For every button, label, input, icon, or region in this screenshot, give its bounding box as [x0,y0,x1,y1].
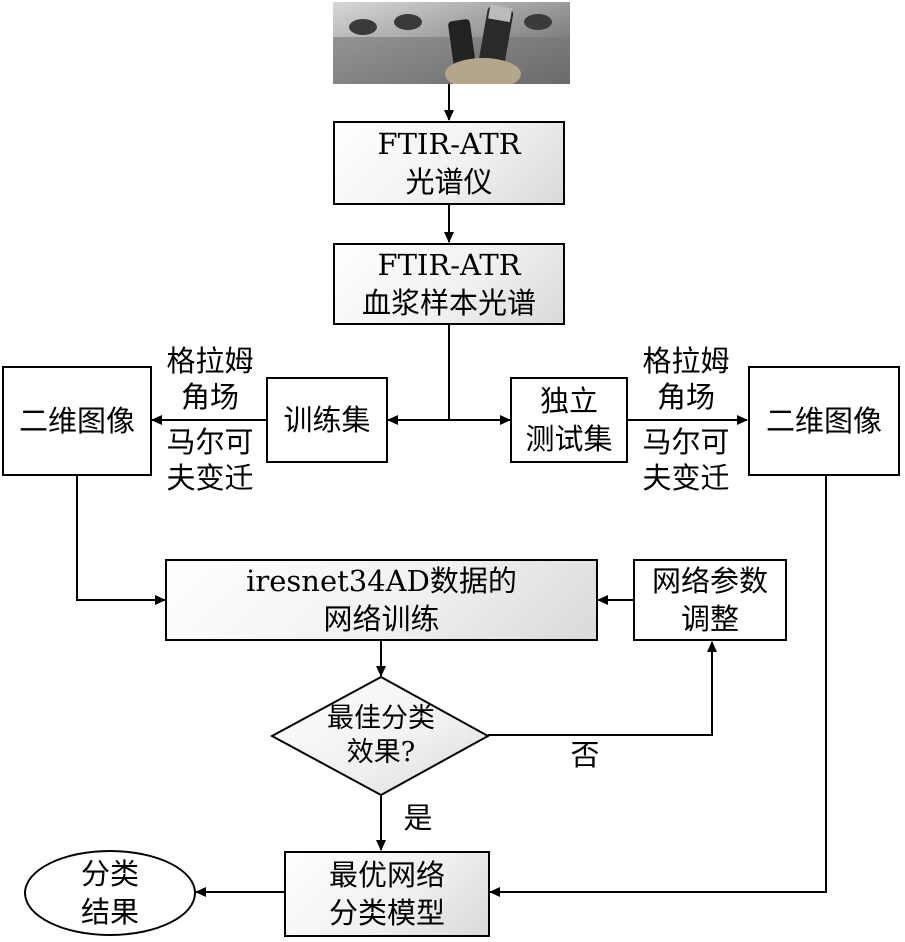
result-line-1: 分类 [80,857,139,891]
decision-diamond [269,675,491,797]
test-set-box: 独立 测试集 [510,377,628,463]
training-set-box: 训练集 [266,377,388,463]
no-label: 否 [570,738,600,772]
image-right-box: 二维图像 [748,366,900,476]
param-tuning-box: 网络参数 调整 [633,559,787,641]
network-training-box: iresnet34AD数据的 网络训练 [165,559,598,641]
decision-label: 最佳分类 效果? [327,703,435,768]
edge-image-network [76,476,166,605]
result-line-2: 结果 [80,895,139,929]
result-ellipse: 分类 结果 [24,850,196,936]
mtf-right-label: 马尔可 夫变迁 [642,425,730,495]
yes-label: 是 [403,801,433,835]
plasma-spectrum-box: FTIR-ATR 血浆样本光谱 [333,243,565,325]
network-training-line-1: iresnet34AD数据的 [246,564,517,598]
image-left-box: 二维图像 [2,366,152,476]
network-training-line-2: 网络训练 [323,602,440,636]
gaf-left-label: 格拉姆 角场 [166,344,254,414]
edge-image-model [489,476,827,897]
spectrometer-line-1: FTIR-ATR [377,127,521,161]
mtf-left-label: 马尔可 夫变迁 [166,425,254,495]
param-tuning-line-1: 网络参数 [651,564,768,598]
param-tuning-line-2: 调整 [680,602,739,636]
image-left-label: 二维图像 [18,404,135,438]
best-model-line-2: 分类模型 [328,896,445,930]
best-model-box: 最优网络 分类模型 [284,851,490,937]
spectrometer-box: FTIR-ATR 光谱仪 [333,121,565,205]
test-set-line-1: 独立 [539,384,598,418]
image-right-label: 二维图像 [765,404,882,438]
spectrometer-line-2: 光谱仪 [405,165,493,199]
blood-sample-tubes-photo [333,2,570,84]
training-set-label: 训练集 [283,403,371,437]
test-set-line-2: 测试集 [525,422,613,456]
best-model-line-1: 最优网络 [328,858,445,892]
gaf-right-label: 格拉姆 角场 [642,344,730,414]
edge-decision-no [488,641,717,736]
plasma-spectrum-line-1: FTIR-ATR [377,248,521,282]
plasma-spectrum-line-2: 血浆样本光谱 [361,286,536,320]
